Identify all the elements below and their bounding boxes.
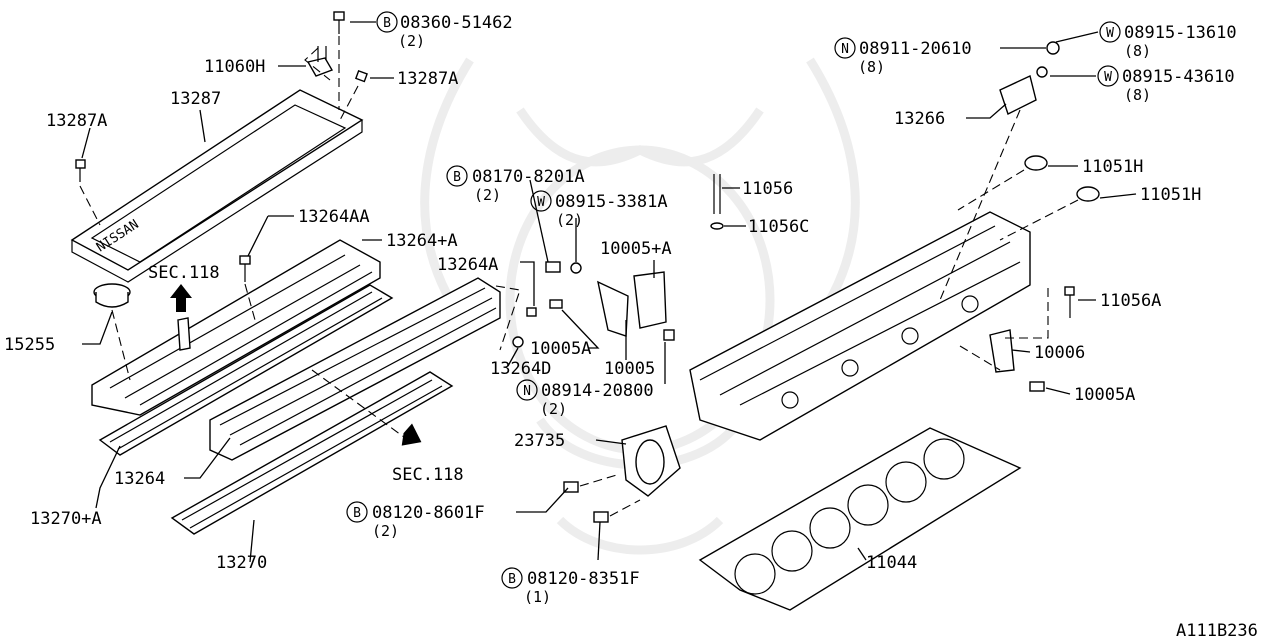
cap-15255 (93, 283, 131, 308)
part-number: 08120-8601F (372, 503, 485, 523)
cover-13264A (91, 239, 381, 416)
callout-08170-8201A[interactable]: B 08170-8201A (2) (446, 165, 585, 204)
label-15255[interactable]: 15255 (4, 335, 55, 355)
quantity: (1) (524, 588, 551, 606)
callout-08914-20800[interactable]: N 08914-20800 (2) (516, 379, 654, 418)
cover-13264 (209, 277, 501, 461)
label-13287A-top[interactable]: 13287A (397, 69, 458, 89)
part-number: 08120-8351F (527, 569, 640, 589)
callout-prefix: W (1106, 26, 1114, 41)
callout-prefix: W (537, 195, 545, 210)
quantity: (2) (540, 400, 567, 418)
head-gasket-11044 (698, 427, 1022, 611)
quantity: (2) (556, 211, 583, 229)
label-11056A[interactable]: 11056A (1100, 291, 1161, 311)
stud-11056 (710, 174, 724, 230)
callout-prefix: B (508, 572, 516, 587)
part-number: 08360-51462 (400, 13, 513, 33)
rocker-cover-13287: NISSAN (70, 89, 364, 283)
label-10005[interactable]: 10005 (604, 359, 655, 379)
label-10006[interactable]: 10006 (1034, 343, 1085, 363)
label-13264D[interactable]: 13264D (490, 359, 551, 379)
part-number: 08914-20800 (541, 381, 654, 401)
label-sec118-lower[interactable]: SEC.118 (392, 465, 464, 485)
label-13266[interactable]: 13266 (894, 109, 945, 129)
callout-prefix: B (453, 170, 461, 185)
part-number: 08170-8201A (472, 167, 585, 187)
label-10005+A[interactable]: 10005+A (600, 239, 672, 259)
part-number: 08915-13610 (1124, 23, 1237, 43)
label-13287[interactable]: 13287 (170, 89, 221, 109)
plug-11051H (1024, 155, 1100, 202)
label-sec118-upper[interactable]: SEC.118 (148, 263, 220, 283)
label-13270+A[interactable]: 13270+A (30, 509, 102, 529)
leader-lines (81, 21, 1137, 563)
cylinder-head (689, 211, 1031, 441)
bolts-top (75, 11, 368, 182)
label-11060H[interactable]: 11060H (204, 57, 265, 77)
label-11044[interactable]: 11044 (866, 553, 917, 573)
callout-08120-8601F[interactable]: B 08120-8601F (2) (346, 501, 485, 540)
callout-prefix: N (523, 384, 531, 399)
bracket-11060H (306, 46, 334, 77)
plate-23735 (563, 425, 681, 523)
quantity: (2) (372, 522, 399, 540)
label-13287A-left[interactable]: 13287A (46, 111, 107, 131)
part-labels: B 08360-51462 (2) 11060H 13287A 13287 13… (4, 11, 1258, 641)
callout-prefix: B (383, 16, 391, 31)
gasket-13270 (170, 371, 454, 535)
bracket-10005 (597, 271, 675, 341)
label-23735[interactable]: 23735 (514, 431, 565, 451)
bolts-mid (495, 261, 582, 351)
label-13270[interactable]: 13270 (216, 553, 267, 573)
label-11051H-a[interactable]: 11051H (1082, 157, 1143, 177)
label-11056[interactable]: 11056 (742, 179, 793, 199)
callout-08120-8351F[interactable]: B 08120-8351F (1) (501, 567, 640, 606)
part-number: 08915-43610 (1122, 67, 1235, 87)
label-11056C[interactable]: 11056C (748, 217, 809, 237)
label-13264+A[interactable]: 13264+A (386, 231, 458, 251)
label-13264A[interactable]: 13264A (437, 255, 498, 275)
arrow-down-icon (401, 423, 422, 446)
callout-08911-20610[interactable]: N 08911-20610 (8) (834, 37, 972, 76)
hanger-13266 (999, 41, 1060, 115)
callout-08915-3381A[interactable]: W 08915-3381A (2) (530, 190, 668, 229)
bolt-13264AA (239, 255, 251, 282)
bracket-10006 (989, 286, 1075, 392)
quantity: (2) (398, 32, 425, 50)
arrow-up-icon (170, 284, 192, 312)
part-number: 08915-3381A (555, 192, 668, 212)
callout-prefix: N (841, 42, 849, 57)
callout-08915-43610[interactable]: W 08915-43610 (8) (1097, 65, 1235, 104)
label-10005A-right[interactable]: 10005A (1074, 385, 1135, 405)
callout-08915-13610[interactable]: W 08915-13610 (8) (1099, 21, 1237, 60)
label-11051H-b[interactable]: 11051H (1140, 185, 1201, 205)
quantity: (8) (1124, 42, 1151, 60)
quantity: (8) (858, 58, 885, 76)
part-number: 08911-20610 (859, 39, 972, 59)
callout-prefix: W (1104, 70, 1112, 85)
label-10005A-mid[interactable]: 10005A (530, 339, 591, 359)
label-13264AA[interactable]: 13264AA (298, 207, 370, 227)
quantity: (8) (1124, 86, 1151, 104)
label-13264[interactable]: 13264 (114, 469, 165, 489)
callout-prefix: B (353, 506, 361, 521)
callout-08360-51462[interactable]: B 08360-51462 (2) (376, 11, 513, 50)
quantity: (2) (474, 186, 501, 204)
diagram-code: A111B236 (1176, 621, 1258, 639)
gasket-13270A (98, 284, 394, 456)
